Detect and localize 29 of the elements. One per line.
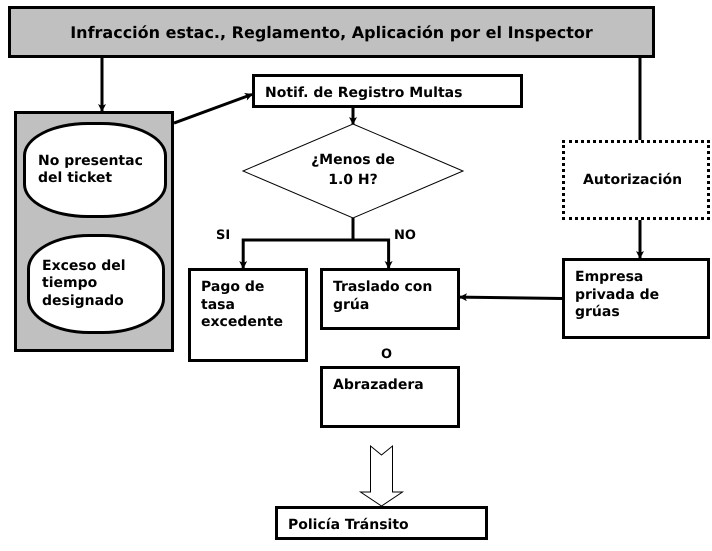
node-text: Empresa privada de grúas xyxy=(575,269,660,322)
node-text: ¿Menos de 1.0 H? xyxy=(310,151,396,190)
node-text: No presentac del ticket xyxy=(38,152,144,188)
process-box xyxy=(562,258,710,339)
arrow xyxy=(459,293,562,302)
arrow xyxy=(98,58,106,112)
process-box xyxy=(320,268,460,330)
node-text: Infracción estac., Reglamento, Aplicación por el Inspector xyxy=(70,22,593,42)
group-panel xyxy=(14,111,174,352)
node-text: Traslado con grúa xyxy=(333,279,434,314)
node-text: Autorización xyxy=(583,172,682,188)
node-text: Pago de tasa excedente xyxy=(201,279,284,332)
process-box xyxy=(188,268,308,362)
node-text: Abrazadera xyxy=(333,377,424,395)
process-box xyxy=(252,74,523,108)
node-text: Exceso del tiempo designado xyxy=(42,258,127,310)
arrow xyxy=(352,218,393,269)
block-arrow xyxy=(358,444,404,507)
rounded-box xyxy=(23,122,167,218)
decision-diamond xyxy=(243,124,463,218)
arrow xyxy=(349,108,357,125)
arrow xyxy=(173,93,253,124)
process-box xyxy=(320,366,460,428)
note-label: O xyxy=(381,347,392,362)
arrow xyxy=(636,220,644,259)
title-box xyxy=(8,6,655,58)
dashed-box xyxy=(562,140,710,220)
node-text: Policía Tránsito xyxy=(288,517,409,529)
process-box xyxy=(275,506,488,540)
